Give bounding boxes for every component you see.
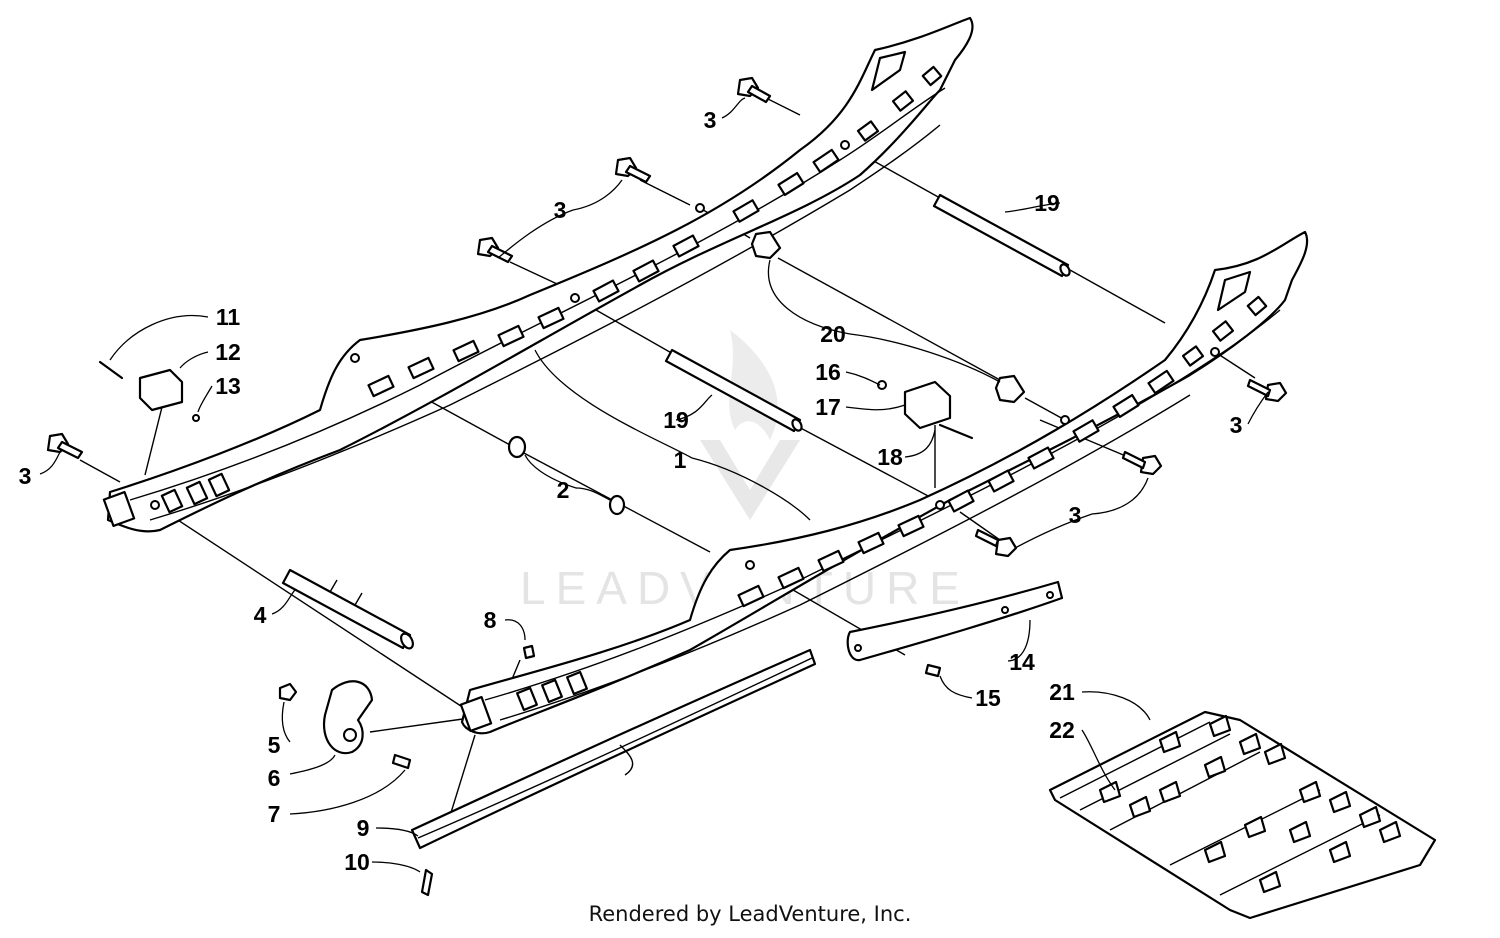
callout-17: 17 xyxy=(815,394,841,420)
callout-11: 11 xyxy=(216,304,241,330)
callout-8: 8 xyxy=(484,607,497,633)
bolts xyxy=(46,76,1288,558)
callout-3: 3 xyxy=(1230,412,1243,438)
callout-3: 3 xyxy=(704,107,717,133)
credit-text: Rendered by LeadVenture, Inc. xyxy=(589,902,912,926)
callout-leaders xyxy=(39,97,1269,873)
callout-6: 6 xyxy=(268,765,281,791)
callout-10: 10 xyxy=(344,849,370,875)
track-section xyxy=(1048,710,1437,920)
callout-14: 14 xyxy=(1009,649,1035,675)
stopper-blocks xyxy=(98,360,974,440)
right-rail xyxy=(459,230,1309,735)
callout-2: 2 xyxy=(557,477,570,503)
callout-12: 12 xyxy=(215,339,241,365)
callout-19: 19 xyxy=(1034,190,1060,216)
callout-4: 4 xyxy=(254,602,267,628)
bolt-icon xyxy=(736,76,772,104)
callout-19: 19 xyxy=(663,407,689,433)
callout-labels: 3 3 3 3 3 3 1 2 4 5 6 7 8 9 10 11 12 13 … xyxy=(19,107,1243,875)
callout-3: 3 xyxy=(19,463,32,489)
rear-bracket xyxy=(846,580,1064,678)
callout-18: 18 xyxy=(877,444,903,470)
callout-13: 13 xyxy=(215,373,241,399)
callout-16: 16 xyxy=(815,359,841,385)
callout-3: 3 xyxy=(1069,502,1082,528)
callout-5: 5 xyxy=(268,732,281,758)
left-rail xyxy=(102,16,974,533)
callout-7: 7 xyxy=(268,801,281,827)
spacers xyxy=(750,230,1026,404)
bolt-icon xyxy=(1246,378,1288,403)
callout-9: 9 xyxy=(357,815,370,841)
front-axle xyxy=(281,568,414,650)
callout-20: 20 xyxy=(820,321,846,347)
bolt-icon xyxy=(614,156,652,184)
cross-shafts xyxy=(664,193,1071,433)
bolt-icon xyxy=(46,432,84,460)
washers xyxy=(507,435,626,516)
callout-22: 22 xyxy=(1049,717,1075,743)
callout-21: 21 xyxy=(1049,679,1075,705)
slide-strip xyxy=(410,648,817,897)
idler-wheel xyxy=(278,644,536,770)
callout-15: 15 xyxy=(975,685,1001,711)
bolt-icon xyxy=(974,528,1018,558)
bolt-icon xyxy=(1121,450,1163,476)
callout-1: 1 xyxy=(674,447,687,473)
callout-3: 3 xyxy=(554,197,567,223)
